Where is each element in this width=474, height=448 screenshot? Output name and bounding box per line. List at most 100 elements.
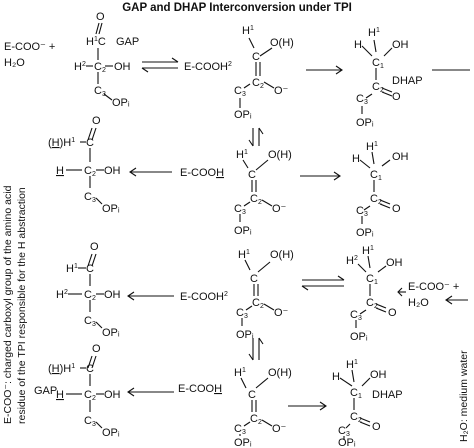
svg-text:C3: C3 bbox=[94, 85, 106, 98]
down-equilibrium-1 bbox=[248, 127, 264, 147]
reverse-arrow-row4 bbox=[127, 387, 174, 397]
opi-label: OPᵢ bbox=[234, 109, 252, 121]
opi-label: OPᵢ bbox=[234, 437, 252, 448]
forward-arrow-row2 bbox=[300, 171, 341, 181]
gap-structure-row2: O (H)H1 C H C2 OH C3 OPᵢ bbox=[48, 115, 121, 215]
enediol-intermediate-row2: E-COOH H1 O(H) C C2 O⁻ C3 OPᵢ bbox=[180, 149, 292, 237]
diagram-title: GAP and DHAP Interconversion under TPI bbox=[122, 2, 352, 14]
svg-text:C2: C2 bbox=[252, 77, 264, 90]
svg-text:C3: C3 bbox=[84, 191, 96, 204]
reverse-arrow-row2 bbox=[129, 167, 172, 177]
opi-label: OPᵢ bbox=[356, 227, 374, 239]
svg-text:C3: C3 bbox=[356, 205, 368, 218]
svg-text:H1: H1 bbox=[234, 367, 246, 379]
svg-text:C3: C3 bbox=[356, 93, 368, 106]
right-note: H₂O: medium water bbox=[458, 350, 470, 442]
enediol-intermediate-bottom: E-COOH H1 O(H) C C2 O⁻ C3 OPᵢ bbox=[178, 367, 292, 448]
svg-text:C2: C2 bbox=[94, 61, 106, 74]
svg-text:C2: C2 bbox=[252, 297, 264, 310]
equilibrium-arrow-row3 bbox=[301, 275, 345, 291]
oh-label: OH bbox=[104, 165, 121, 177]
svg-text:H: H bbox=[332, 371, 340, 383]
svg-text:C1: C1 bbox=[366, 273, 378, 286]
oh-label: OH bbox=[392, 39, 409, 51]
gap-label: GAP bbox=[116, 36, 139, 48]
svg-text:C3: C3 bbox=[234, 423, 246, 436]
svg-text:C2: C2 bbox=[84, 289, 96, 302]
left-note-line1: E-COO⁻: charged carboxyl group of the am… bbox=[2, 185, 14, 424]
water-input: E-COO⁻ + H₂O bbox=[397, 281, 468, 309]
o-minus-label: O⁻ bbox=[274, 85, 289, 97]
ecoo-minus-label: E-COO⁻ + bbox=[408, 281, 459, 293]
svg-text:C3: C3 bbox=[350, 309, 362, 322]
o-label: O bbox=[392, 91, 401, 103]
svg-text:H2: H2 bbox=[74, 61, 86, 73]
svg-text:H1: H1 bbox=[66, 263, 78, 275]
dhap-label: DHAP bbox=[372, 389, 403, 401]
left-note-line2: residue of the TPI responsible for the H… bbox=[16, 187, 28, 424]
svg-text:C: C bbox=[86, 137, 94, 149]
o-label: O bbox=[92, 343, 101, 355]
o-label: O bbox=[92, 115, 101, 127]
o-label: O bbox=[90, 241, 99, 253]
dhap-structure-row2: H H1 OH C1 C2 O C3 OPᵢ bbox=[352, 141, 409, 239]
opi-label: OPᵢ bbox=[102, 327, 120, 339]
svg-text:C3: C3 bbox=[338, 425, 350, 438]
opi-label: OPᵢ bbox=[236, 329, 254, 341]
svg-text:C: C bbox=[248, 389, 256, 401]
gap-structure-top: E-COO⁻ + H₂O O H1C GAP H2 C2 OH C3 OPᵢ bbox=[4, 11, 139, 109]
svg-text:C: C bbox=[86, 363, 94, 375]
svg-text:E-COOH: E-COOH bbox=[180, 167, 224, 179]
oh-h-label: O(H) bbox=[270, 249, 294, 261]
oh-label: OH bbox=[386, 257, 403, 269]
gap-label: GAP bbox=[34, 385, 57, 397]
svg-text:C2: C2 bbox=[370, 193, 382, 206]
svg-text:C2: C2 bbox=[366, 297, 378, 310]
o-label: O bbox=[96, 11, 105, 23]
down-equilibrium-2 bbox=[248, 337, 264, 361]
svg-text:C: C bbox=[250, 273, 258, 285]
svg-text:C2: C2 bbox=[84, 389, 96, 402]
svg-text:H1: H1 bbox=[366, 141, 378, 153]
svg-text:H1: H1 bbox=[368, 27, 380, 39]
oh-label: OH bbox=[370, 369, 387, 381]
svg-text:H: H bbox=[352, 153, 360, 165]
svg-text:H: H bbox=[354, 39, 362, 51]
gap-structure-bottom: O (H)H1 C GAP H C2 OH C3 OPᵢ bbox=[34, 343, 121, 439]
ecoo-minus-label: E-COO⁻ + bbox=[4, 41, 55, 53]
enediol-intermediate-top: E-COOH2 H1 O(H) C C2 O⁻ C3 OPᵢ bbox=[184, 25, 294, 121]
oh-label: OH bbox=[114, 61, 131, 73]
svg-text:C2: C2 bbox=[372, 81, 384, 94]
svg-text:E-COOH2: E-COOH2 bbox=[180, 291, 228, 303]
forward-arrow-1 bbox=[306, 65, 343, 75]
svg-text:C2: C2 bbox=[350, 411, 362, 424]
h2o-label: H₂O bbox=[4, 57, 25, 69]
enediol-intermediate-row3: E-COOH2 H1 O(H) C C2 O⁻ C3 OPᵢ bbox=[180, 249, 294, 341]
svg-text:H1: H1 bbox=[362, 245, 374, 257]
svg-text:C3: C3 bbox=[234, 85, 246, 98]
equilibrium-arrow-1 bbox=[141, 57, 179, 73]
svg-text:H1: H1 bbox=[238, 249, 250, 261]
svg-text:H2: H2 bbox=[56, 289, 68, 301]
o-minus-label: O⁻ bbox=[272, 203, 287, 215]
dhap-structure-top: H H1 OH C1 C2 O C3 DHAP OPᵢ bbox=[354, 27, 470, 129]
oh-label: OH bbox=[104, 389, 121, 401]
svg-text:E-COOH2: E-COOH2 bbox=[184, 61, 232, 73]
forward-arrow-row4 bbox=[288, 401, 327, 411]
svg-text:C1: C1 bbox=[350, 387, 362, 400]
o-minus-label: O⁻ bbox=[274, 307, 289, 319]
opi-label: OPᵢ bbox=[102, 203, 120, 215]
oh-h-label: O(H) bbox=[268, 149, 292, 161]
o-label: O bbox=[388, 307, 397, 319]
opi-label: OPᵢ bbox=[350, 331, 368, 343]
opi-label: OPᵢ bbox=[102, 427, 120, 439]
svg-text:C3: C3 bbox=[236, 307, 248, 320]
opi-label: OPᵢ bbox=[338, 437, 356, 448]
reverse-arrow-row3 bbox=[127, 291, 174, 301]
svg-text:H1: H1 bbox=[346, 359, 358, 371]
svg-text:E-COOH: E-COOH bbox=[178, 383, 222, 395]
opi-label: OPᵢ bbox=[356, 117, 374, 129]
svg-text:C: C bbox=[248, 169, 256, 181]
svg-text:C1: C1 bbox=[370, 169, 382, 182]
svg-text:C1: C1 bbox=[372, 57, 384, 70]
